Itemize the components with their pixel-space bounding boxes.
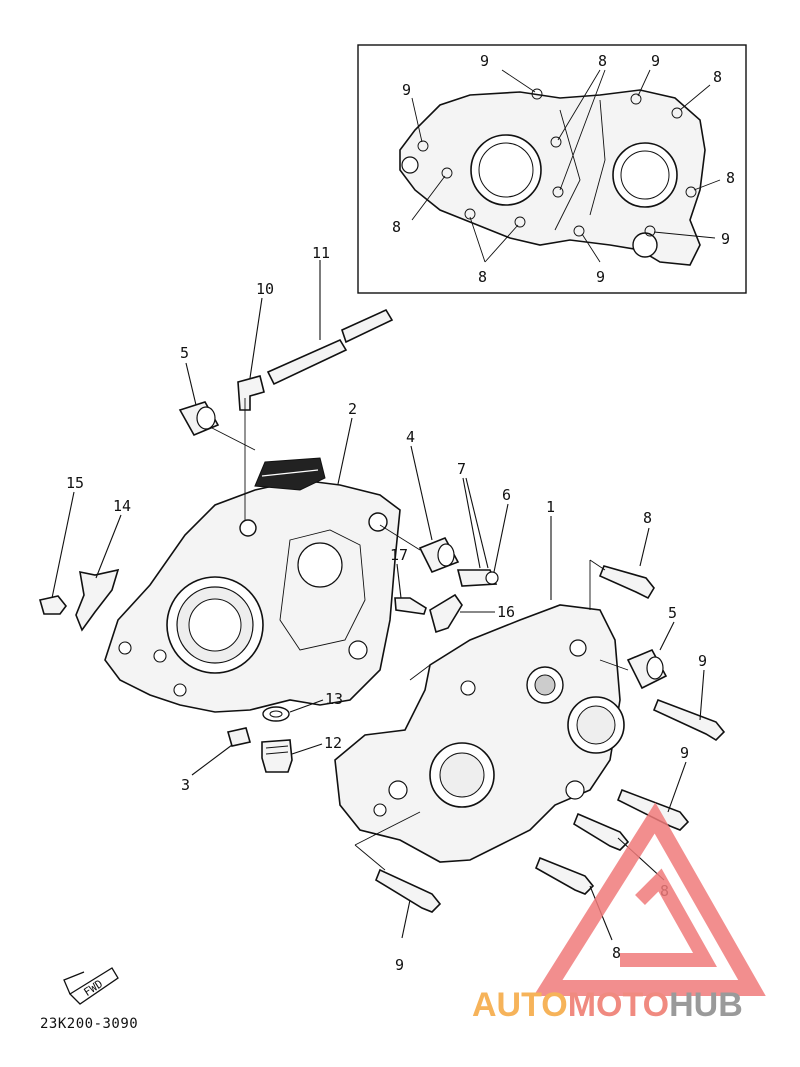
bolt-8-lower-a — [573, 812, 630, 851]
plate-16 — [429, 593, 463, 634]
callout-17: 17 — [390, 546, 408, 564]
bolt-9-bottom — [375, 868, 442, 913]
inset-label-9-right: 9 — [721, 230, 730, 248]
watermark-auto: AUTO — [472, 986, 568, 1024]
inset-bolt-pattern: 9 9 8 9 8 8 9 9 8 8 — [357, 44, 747, 294]
callout-9-right-b: 9 — [680, 744, 689, 762]
collar-and-pin — [456, 569, 499, 587]
dowel-pin — [226, 727, 252, 747]
callout-3: 3 — [181, 776, 190, 794]
callout-5-right: 5 — [668, 604, 677, 622]
inset-label-8-right: 8 — [726, 169, 735, 187]
bolt-15 — [38, 595, 68, 615]
crankcase-right — [334, 604, 625, 863]
inset-label-9-bottom: 9 — [596, 268, 605, 286]
callout-4: 4 — [406, 428, 415, 446]
callout-16: 16 — [497, 603, 515, 621]
callout-14: 14 — [113, 497, 131, 515]
callout-6: 6 — [502, 486, 511, 504]
inset-label-8-left: 8 — [392, 218, 401, 236]
svg-text:AUTOMOTOHUB: AUTOMOTOHUB — [472, 986, 743, 1024]
watermark-hub: HUB — [669, 986, 743, 1024]
bolt-9-upper-right — [652, 698, 726, 742]
callout-15: 15 — [66, 474, 84, 492]
plate-14 — [75, 568, 120, 632]
bolt-8-lower-b — [534, 856, 595, 895]
watermark-moto: MOTO — [568, 986, 669, 1024]
callout-8-lower-b: 8 — [612, 944, 621, 962]
callout-10: 10 — [256, 280, 274, 298]
hose — [266, 308, 394, 386]
callout-7: 7 — [457, 460, 466, 478]
inset-label-8-top: 8 — [598, 52, 607, 70]
inset-label-9-top-left: 9 — [480, 52, 489, 70]
callout-2: 2 — [348, 400, 357, 418]
bearing-left — [178, 401, 220, 437]
callout-9-right-a: 9 — [698, 652, 707, 670]
callout-11: 11 — [312, 244, 330, 262]
watermark-logo: AUTOMOTOHUB — [472, 802, 766, 1024]
callout-8-right: 8 — [643, 509, 652, 527]
inset-label-8-bottom: 8 — [478, 268, 487, 286]
bolt-8-right — [598, 565, 655, 600]
callout-13: 13 — [325, 690, 343, 708]
callout-5-left: 5 — [180, 344, 189, 362]
inset-label-9-top-right: 9 — [651, 52, 660, 70]
callout-1: 1 — [546, 498, 555, 516]
drain-plug — [261, 739, 293, 773]
guide-lines — [211, 398, 629, 871]
inset-label-8-top-right: 8 — [713, 68, 722, 86]
bearing-right — [626, 648, 668, 690]
inset-label-9-left: 9 — [402, 81, 411, 99]
crankcase-left — [104, 457, 401, 713]
gasket — [262, 706, 290, 722]
callout-12: 12 — [324, 734, 342, 752]
fwd-arrow-icon: FWD — [63, 967, 119, 1005]
bearing-4 — [418, 536, 460, 574]
part-code: 23K200-3090 — [40, 1016, 138, 1032]
screw-17 — [394, 597, 427, 615]
callout-9-bottom: 9 — [395, 956, 404, 974]
hose-fitting — [237, 375, 265, 411]
